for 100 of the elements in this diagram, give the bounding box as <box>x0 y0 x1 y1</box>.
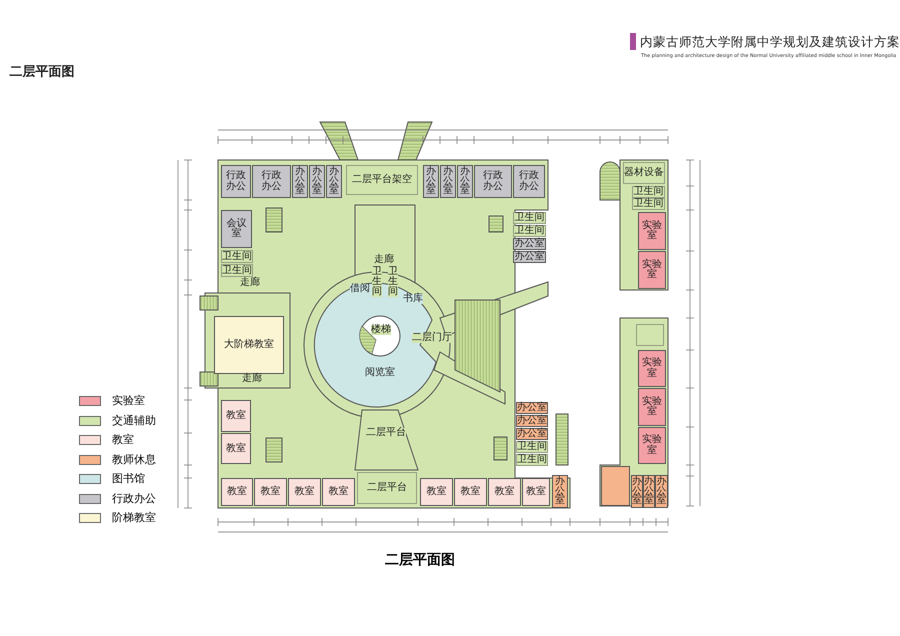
empty-room <box>636 324 664 346</box>
legend-label: 教室 <box>112 434 134 446</box>
office-room <box>423 165 439 198</box>
office-room <box>474 165 512 198</box>
legend-label: 图书馆 <box>112 473 145 485</box>
area-label: 楼梯 <box>371 325 391 335</box>
lecture-hall <box>214 316 284 374</box>
office-room <box>221 165 251 198</box>
area-label: 走廊 <box>240 278 260 288</box>
room-label: 办公室 <box>443 166 453 196</box>
room-label: 办公室 <box>460 166 470 196</box>
legend-label: 教师休息 <box>112 454 156 466</box>
room-label: 办公室 <box>517 429 547 439</box>
room-label: 大阶梯教室 <box>224 340 274 350</box>
room-label: 行政办公 <box>226 171 246 192</box>
legend-label: 实验室 <box>112 395 145 407</box>
room-label: 办公室 <box>656 476 666 506</box>
room-label: 行政办公 <box>519 171 539 192</box>
legend-label: 阶梯教室 <box>112 512 156 524</box>
area-label: 走廊 <box>374 255 394 265</box>
area-label: 二层门厅 <box>412 333 452 343</box>
room-label: 卫生间 <box>634 187 664 197</box>
room-label: 教室 <box>260 487 280 497</box>
area-label: 二层平台 <box>366 428 406 438</box>
office-room <box>513 165 545 198</box>
room-label: 教室 <box>227 487 247 497</box>
lab-room <box>638 251 666 289</box>
room-label: 办公室 <box>555 476 565 506</box>
room-label: 办公室 <box>329 166 339 196</box>
lab-room <box>638 388 666 426</box>
office-room <box>252 165 291 198</box>
room-label: 办公室 <box>514 239 544 249</box>
room-label: 卫生间 <box>514 213 544 223</box>
caption: 二层平面图 <box>385 552 455 568</box>
room-label: 卫生间 <box>517 455 547 465</box>
area-label: 书库 <box>403 294 423 304</box>
room-label: 实验室 <box>642 358 662 379</box>
lab-room <box>638 427 666 464</box>
office-room <box>457 165 473 198</box>
lab-room <box>638 350 666 387</box>
room-label: 行政办公 <box>262 171 282 192</box>
room-label: 卫生间 <box>514 226 544 236</box>
room-label: 实验室 <box>642 435 662 456</box>
room-label: 卫生间 <box>222 266 252 276</box>
classroom <box>322 478 355 506</box>
room-label: 教室 <box>328 487 348 497</box>
room-label: 卫生间 <box>517 442 547 452</box>
room-label: 办公室 <box>312 166 322 196</box>
room-label: 办公室 <box>426 166 436 196</box>
room-label: 办公室 <box>517 416 547 426</box>
room-label: 器材设备 <box>624 168 664 178</box>
room-label: 教室 <box>426 487 446 497</box>
room-label: 行政办公 <box>483 171 503 192</box>
classroom <box>522 478 550 506</box>
heading: 二层平面图 <box>10 66 74 78</box>
circulation-area <box>346 165 418 195</box>
circulation-area <box>623 162 665 184</box>
classroom <box>488 478 521 506</box>
room-label: 教室 <box>294 487 314 497</box>
room-label: 卫生间 <box>388 267 398 297</box>
area-label: 阅览室 <box>365 368 395 378</box>
room-label: 实验室 <box>642 220 662 242</box>
room-label: 会议室 <box>226 218 246 240</box>
classroom <box>420 478 453 506</box>
circulation-area <box>357 472 417 504</box>
room-label: 教室 <box>226 411 246 421</box>
empty-room <box>601 466 630 506</box>
legend-label: 行政办公 <box>112 492 156 504</box>
room-label: 教室 <box>226 444 246 454</box>
room-label: 卫生间 <box>372 267 382 297</box>
room-label: 办公室 <box>295 166 305 196</box>
office-room <box>309 165 325 198</box>
classroom <box>254 478 287 506</box>
classroom <box>221 433 251 464</box>
room-label: 教室 <box>526 487 546 497</box>
classroom <box>288 478 321 506</box>
office-room <box>292 165 308 198</box>
lab-room <box>638 212 666 250</box>
room-label: 二层平台 <box>367 483 407 493</box>
room-label: 办公室 <box>517 403 547 413</box>
room-label: 教室 <box>460 487 480 497</box>
legend-label: 交通辅助 <box>112 414 156 426</box>
room-label: 教室 <box>494 487 514 497</box>
room-label: 卫生间 <box>634 199 664 209</box>
classroom <box>221 400 251 432</box>
room-label: 办公室 <box>514 252 544 262</box>
office-room <box>326 165 342 198</box>
classroom <box>221 478 253 506</box>
room-label: 办公室 <box>632 476 642 506</box>
area-label: 借阅 <box>350 284 370 294</box>
office-room <box>221 210 252 248</box>
staff-room <box>552 475 568 508</box>
room-label: 实验室 <box>642 396 662 418</box>
room-label: 卫生间 <box>222 252 252 262</box>
room-label: 二层平台架空 <box>352 175 412 185</box>
room-label: 办公室 <box>644 476 654 506</box>
classroom <box>454 478 487 506</box>
area-label: 走廊 <box>242 374 262 384</box>
room-label: 实验室 <box>642 260 662 280</box>
office-room <box>440 165 456 198</box>
